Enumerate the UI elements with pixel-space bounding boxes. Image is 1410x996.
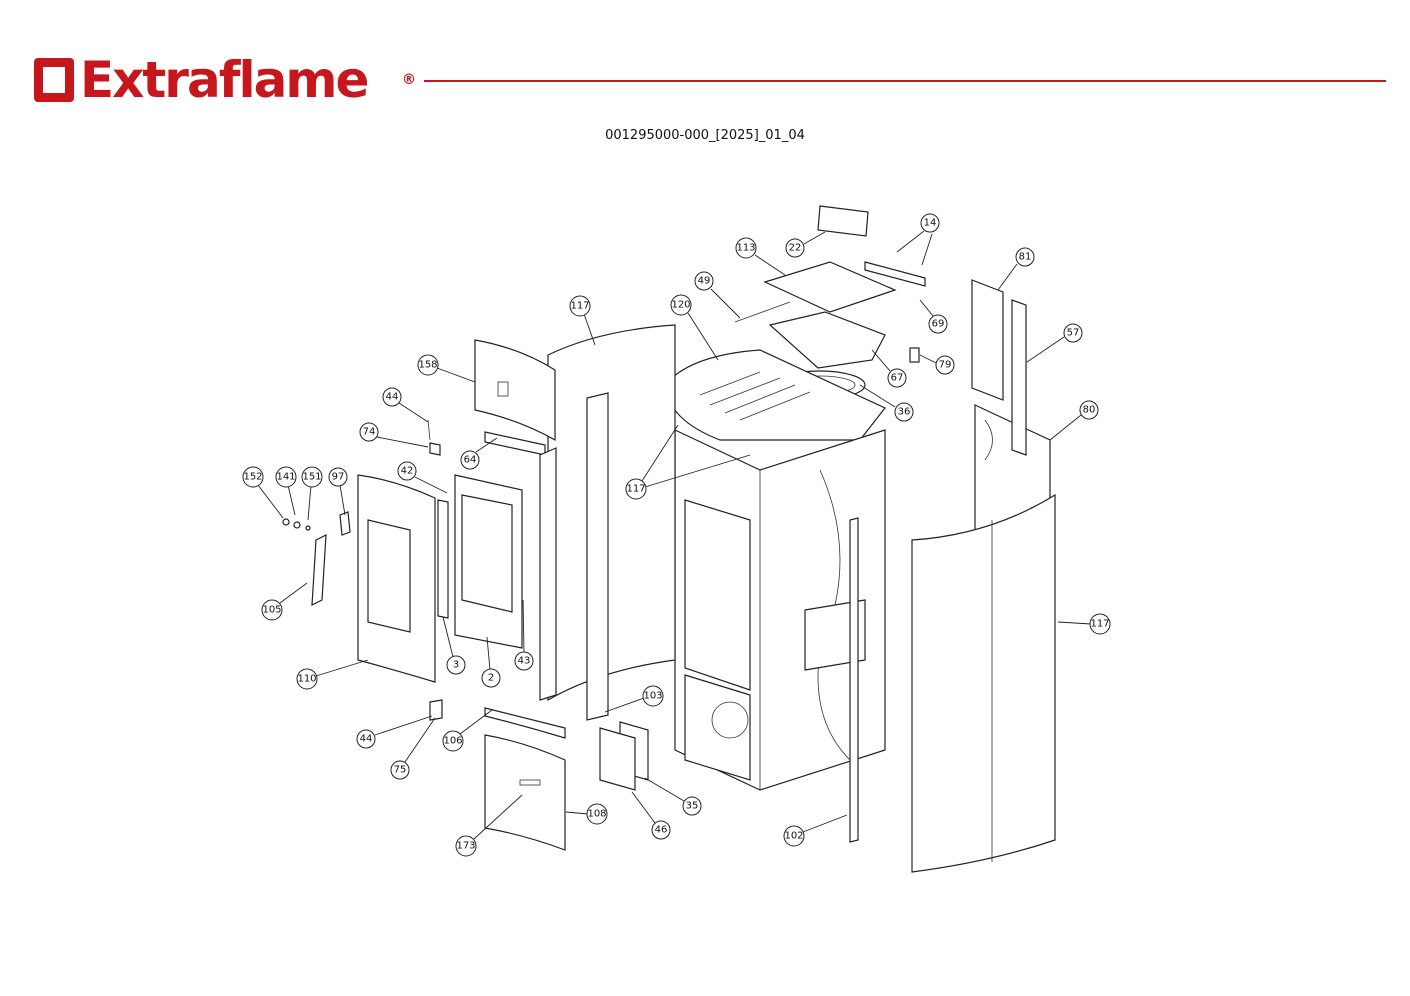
svg-text:108: 108: [587, 809, 606, 820]
callout-173: 173: [455, 835, 477, 857]
svg-text:117: 117: [1090, 619, 1109, 630]
svg-text:43: 43: [518, 656, 531, 667]
svg-text:110: 110: [297, 674, 316, 685]
callout-36: 36: [894, 402, 914, 422]
svg-text:106: 106: [443, 736, 462, 747]
svg-text:3: 3: [453, 660, 459, 671]
callout-2: 2: [481, 668, 501, 688]
leader-lines: [257, 230, 1092, 840]
callout-106: 106: [442, 730, 464, 752]
svg-text:97: 97: [332, 472, 345, 483]
callout-97: 97: [328, 467, 348, 487]
callouts: 22 14 113 49 81 117 120 69 79 57 67 158 …: [242, 213, 1111, 857]
callout-117: 117: [625, 478, 647, 500]
svg-text:117: 117: [626, 484, 645, 495]
callout-49: 49: [694, 271, 714, 291]
svg-text:69: 69: [932, 319, 945, 330]
svg-text:151: 151: [302, 472, 321, 483]
callout-42: 42: [397, 461, 417, 481]
callout-152: 152: [242, 466, 264, 488]
svg-text:42: 42: [401, 466, 414, 477]
svg-text:64: 64: [464, 455, 477, 466]
callout-67: 67: [887, 368, 907, 388]
callout-14: 14: [920, 213, 940, 233]
callout-79: 79: [935, 355, 955, 375]
callout-44: 44: [356, 729, 376, 749]
callout-108: 108: [586, 803, 608, 825]
svg-text:103: 103: [643, 691, 662, 702]
svg-text:79: 79: [939, 360, 952, 371]
svg-text:75: 75: [394, 765, 407, 776]
callout-110: 110: [296, 668, 318, 690]
callout-105: 105: [261, 599, 283, 621]
svg-text:74: 74: [363, 427, 376, 438]
callout-80: 80: [1079, 400, 1099, 420]
callout-141: 141: [275, 466, 297, 488]
svg-text:152: 152: [243, 472, 262, 483]
brand-name: Extraflame: [80, 51, 369, 109]
callout-113: 113: [735, 237, 757, 259]
callout-74: 74: [359, 422, 379, 442]
svg-text:49: 49: [698, 276, 711, 287]
svg-text:2: 2: [488, 673, 494, 684]
header-rule: [424, 80, 1386, 82]
extraflame-logo: Extraflame ®: [34, 50, 416, 110]
svg-text:102: 102: [784, 831, 803, 842]
callout-151: 151: [301, 466, 323, 488]
document-code: 001295000-000_[2025]_01_04: [605, 128, 805, 143]
callout-57: 57: [1063, 323, 1083, 343]
callout-103: 103: [642, 685, 664, 707]
callout-117: 117: [569, 295, 591, 317]
svg-text:120: 120: [671, 300, 690, 311]
callout-43: 43: [514, 651, 534, 671]
callout-44: 44: [382, 387, 402, 407]
registered-mark: ®: [402, 72, 416, 88]
callout-3: 3: [446, 655, 466, 675]
svg-text:141: 141: [276, 472, 295, 483]
callout-81: 81: [1015, 247, 1035, 267]
callout-120: 120: [670, 294, 692, 316]
svg-text:35: 35: [686, 801, 699, 812]
stove-parts: [282, 205, 1056, 873]
svg-text:80: 80: [1083, 405, 1096, 416]
callout-117: 117: [1089, 613, 1111, 635]
svg-text:57: 57: [1067, 328, 1080, 339]
svg-text:36: 36: [898, 407, 911, 418]
svg-text:105: 105: [262, 605, 281, 616]
svg-text:117: 117: [570, 301, 589, 312]
callout-102: 102: [783, 825, 805, 847]
callout-22: 22: [785, 238, 805, 258]
svg-text:14: 14: [924, 218, 937, 229]
logo-mark-icon: [34, 58, 74, 102]
callout-64: 64: [460, 450, 480, 470]
svg-text:44: 44: [360, 734, 373, 745]
callout-46: 46: [651, 820, 671, 840]
callout-35: 35: [682, 796, 702, 816]
svg-text:46: 46: [655, 825, 668, 836]
svg-text:81: 81: [1019, 252, 1032, 263]
callout-69: 69: [928, 314, 948, 334]
callout-158: 158: [417, 354, 439, 376]
svg-text:173: 173: [456, 841, 475, 852]
callout-75: 75: [390, 760, 410, 780]
svg-text:113: 113: [736, 243, 755, 254]
svg-text:22: 22: [789, 243, 802, 254]
svg-text:67: 67: [891, 373, 904, 384]
svg-text:158: 158: [418, 360, 437, 371]
svg-text:44: 44: [386, 392, 399, 403]
